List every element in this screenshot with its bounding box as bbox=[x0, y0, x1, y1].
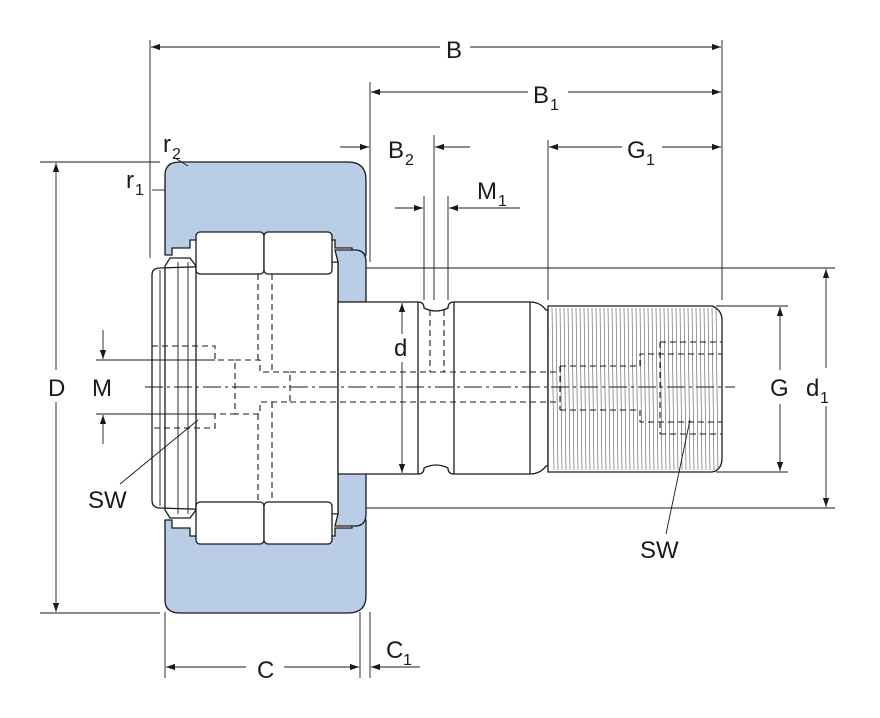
extension-lines bbox=[40, 40, 835, 678]
thread-line bbox=[639, 307, 643, 471]
thread-line bbox=[575, 307, 579, 471]
thread-line bbox=[679, 307, 683, 471]
label-r2: r bbox=[163, 131, 171, 158]
thread-line bbox=[707, 307, 711, 471]
thread-line bbox=[687, 307, 691, 471]
stud-head bbox=[151, 257, 339, 519]
thread-line bbox=[667, 307, 671, 471]
right-flange-upper bbox=[334, 249, 367, 303]
thread-lines bbox=[551, 307, 719, 471]
label-sw-right: SW bbox=[640, 537, 679, 564]
label-G: G bbox=[770, 375, 789, 402]
thread-line bbox=[555, 307, 559, 471]
thread-line bbox=[599, 307, 603, 471]
label-sw-left: SW bbox=[88, 487, 127, 514]
label-r1-sub: 1 bbox=[135, 182, 144, 199]
right-flange-lower bbox=[334, 471, 367, 527]
thread-line bbox=[703, 307, 707, 471]
thread-line bbox=[579, 307, 583, 471]
label-G1: G bbox=[627, 137, 646, 164]
label-C: C bbox=[257, 657, 274, 684]
label-B1-sub: 1 bbox=[550, 97, 559, 114]
roller-bottom-right bbox=[263, 501, 333, 545]
thread-body bbox=[547, 305, 723, 473]
thread-line bbox=[671, 307, 675, 471]
thread-line bbox=[611, 307, 615, 471]
thread-line bbox=[695, 307, 699, 471]
hidden-features bbox=[152, 274, 722, 502]
thread-line bbox=[615, 307, 619, 471]
thread-line bbox=[643, 307, 647, 471]
thread-line bbox=[635, 307, 639, 471]
label-D: D bbox=[48, 375, 65, 402]
thread-line bbox=[595, 307, 599, 471]
dimension-lines bbox=[52, 43, 830, 671]
thread-line bbox=[587, 307, 591, 471]
thread-line bbox=[631, 307, 635, 471]
thread-line bbox=[647, 307, 651, 471]
thread-line bbox=[691, 307, 695, 471]
thread-line bbox=[603, 307, 607, 471]
thread-line bbox=[623, 307, 627, 471]
label-G1-sub: 1 bbox=[646, 152, 655, 169]
label-M: M bbox=[92, 375, 112, 402]
thread-line bbox=[627, 307, 631, 471]
thread-line bbox=[619, 307, 623, 471]
label-B2-sub: 2 bbox=[405, 152, 414, 169]
thread-line bbox=[571, 307, 575, 471]
leader-sw-left bbox=[119, 419, 199, 485]
thread-line bbox=[683, 307, 687, 471]
label-M1: M bbox=[477, 178, 497, 205]
label-d: d bbox=[394, 335, 407, 362]
label-d1: d bbox=[806, 375, 819, 402]
head-seal-outline bbox=[164, 257, 197, 519]
leader-sw-right bbox=[665, 419, 691, 535]
thread-line bbox=[699, 307, 703, 471]
thread-line bbox=[675, 307, 679, 471]
thread-line bbox=[715, 307, 719, 471]
label-r2-sub: 2 bbox=[172, 146, 181, 163]
roller-bottom-left bbox=[195, 501, 265, 545]
threaded-section bbox=[547, 305, 723, 473]
leader-r2 bbox=[174, 157, 189, 167]
thread-line bbox=[563, 307, 567, 471]
label-M1-sub: 1 bbox=[498, 193, 507, 210]
head-body bbox=[151, 261, 339, 515]
thread-line bbox=[551, 307, 555, 471]
stud-shaft bbox=[337, 301, 549, 475]
label-r1: r bbox=[126, 167, 134, 194]
thread-line bbox=[711, 307, 715, 471]
thread-line bbox=[663, 307, 667, 471]
label-B2: B bbox=[388, 137, 404, 164]
roller-top-left bbox=[195, 231, 265, 275]
thread-line bbox=[591, 307, 595, 471]
label-C1: C bbox=[386, 637, 403, 664]
thread-line bbox=[651, 307, 655, 471]
needle-rollers bbox=[195, 231, 333, 545]
thread-line bbox=[567, 307, 571, 471]
label-C1-sub: 1 bbox=[403, 652, 412, 669]
label-d1-sub: 1 bbox=[820, 390, 829, 407]
thread-line bbox=[583, 307, 587, 471]
thread-line bbox=[559, 307, 563, 471]
labels: B B 1 B 2 G 1 M 1 r 2 r 1 D M d G d 1 SW… bbox=[48, 37, 829, 684]
shaft-body bbox=[337, 301, 549, 475]
roller-top-right bbox=[263, 231, 333, 275]
label-B1: B bbox=[533, 82, 549, 109]
thread-line bbox=[607, 307, 611, 471]
thread-line bbox=[659, 307, 663, 471]
label-B: B bbox=[446, 37, 462, 64]
thread-line bbox=[655, 307, 659, 471]
